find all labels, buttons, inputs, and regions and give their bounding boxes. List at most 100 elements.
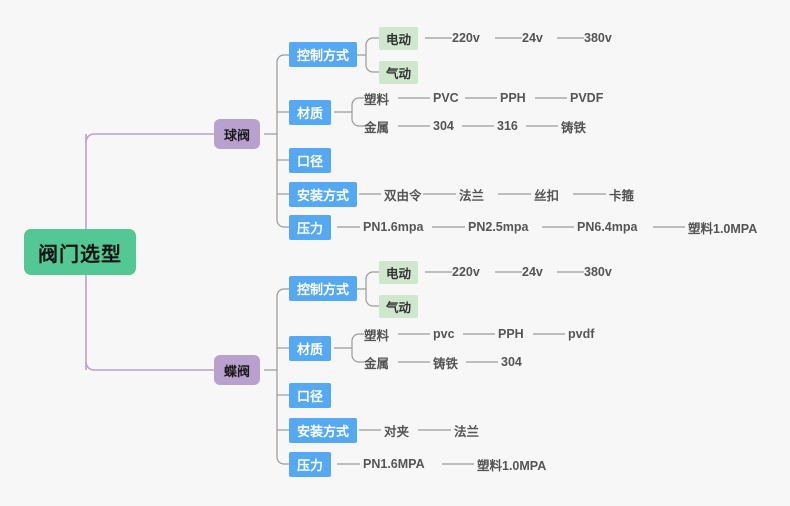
- node-qiufa-diandong[interactable]: 电动: [379, 27, 419, 50]
- node-label: 口径: [297, 154, 324, 169]
- branch-node-label: 蝶阀: [224, 363, 251, 379]
- node-diefa-yali[interactable]: 压力: [289, 452, 332, 477]
- leaf-qiufa-anzhuang-shuangyouling[interactable]: 双由令: [384, 184, 422, 204]
- leaf-diefa-anzhuang-falan[interactable]: 法兰: [454, 420, 479, 440]
- leaf-label: pvdf: [568, 327, 595, 341]
- node-diefa-caizhi-suliao[interactable]: 塑料: [364, 324, 389, 344]
- leaf-diefa-suliao-pph[interactable]: PPH: [498, 324, 524, 344]
- leaf-qiufa-yali-pn25[interactable]: PN2.5mpa: [468, 217, 528, 237]
- node-label: 金属: [364, 356, 390, 371]
- leaf-label: 380v: [584, 31, 612, 45]
- b2c2-to-s1: [351, 333, 364, 342]
- leaf-qiufa-yali-suliao10[interactable]: 塑料1.0MPA: [688, 217, 757, 237]
- leaf-label: 220v: [452, 265, 480, 279]
- b2c1-to-s2: [365, 298, 379, 307]
- leaf-label: 220v: [452, 31, 480, 45]
- node-qiufa-koujing[interactable]: 口径: [289, 148, 332, 173]
- leaf-qiufa-jinshu-304[interactable]: 304: [433, 116, 454, 136]
- leaf-label: 丝扣: [534, 188, 560, 203]
- leaf-diefa-yali-suliao10[interactable]: 塑料1.0MPA: [477, 454, 546, 474]
- leaf-label: PPH: [498, 327, 524, 341]
- node-diefa-caizhi-jinshu[interactable]: 金属: [364, 352, 389, 372]
- root-node[interactable]: 阀门选型: [24, 229, 136, 275]
- leaf-label: PPH: [500, 91, 526, 105]
- node-label: 气动: [386, 67, 412, 81]
- leaf-diefa-suliao-pvc[interactable]: pvc: [433, 324, 455, 344]
- leaf-diefa-diandong-220v[interactable]: 220v: [452, 262, 480, 282]
- b2c1-to-s1: [365, 271, 379, 280]
- leaf-diefa-jinshu-zhutie[interactable]: 铸铁: [433, 352, 458, 372]
- node-label: 安装方式: [297, 188, 350, 203]
- node-label: 材质: [297, 342, 324, 357]
- leaf-label: 24v: [522, 31, 543, 45]
- node-diefa-caizhi[interactable]: 材质: [289, 336, 332, 361]
- node-qiufa-kongzhifangshi[interactable]: 控制方式: [289, 42, 358, 67]
- leaf-label: 304: [433, 119, 454, 133]
- leaf-qiufa-anzhuang-sikou[interactable]: 丝扣: [534, 184, 559, 204]
- node-label: 压力: [297, 458, 324, 473]
- leaf-label: 316: [497, 119, 518, 133]
- b1c1-to-s1: [365, 37, 379, 46]
- leaf-qiufa-yali-pn64[interactable]: PN6.4mpa: [577, 217, 637, 237]
- node-label: 材质: [297, 106, 324, 121]
- leaf-diefa-diandong-380v[interactable]: 380v: [584, 262, 612, 282]
- leaf-label: PVC: [433, 91, 459, 105]
- node-diefa-qidong[interactable]: 气动: [379, 295, 419, 318]
- leaf-qiufa-anzhuang-falan[interactable]: 法兰: [459, 184, 484, 204]
- leaf-label: 塑料1.0MPA: [688, 221, 758, 236]
- root-to-branch-1: [85, 133, 214, 143]
- node-label: 电动: [386, 33, 412, 47]
- leaf-label: 卡箍: [609, 188, 635, 203]
- branch-node-diefa[interactable]: 蝶阀: [214, 355, 261, 385]
- leaf-qiufa-jinshu-316[interactable]: 316: [497, 116, 518, 136]
- node-qiufa-yali[interactable]: 压力: [289, 215, 332, 240]
- leaf-diefa-yali-pn16[interactable]: PN1.6MPA: [363, 454, 425, 474]
- node-label: 电动: [386, 267, 412, 281]
- leaf-qiufa-yali-pn16[interactable]: PN1.6mpa: [363, 217, 423, 237]
- b1-to-c5: [276, 219, 289, 228]
- leaf-diefa-jinshu-304[interactable]: 304: [501, 352, 522, 372]
- node-diefa-diandong[interactable]: 电动: [379, 261, 419, 284]
- leaf-qiufa-diandong-380v[interactable]: 380v: [584, 28, 612, 48]
- leaf-label: PVDF: [570, 91, 604, 105]
- leaf-label: 铸铁: [433, 356, 459, 371]
- leaf-qiufa-anzhuang-kagu[interactable]: 卡箍: [609, 184, 634, 204]
- b2c2-to-s2: [351, 354, 364, 363]
- node-qiufa-anzhuangfangshi[interactable]: 安装方式: [289, 182, 358, 207]
- leaf-qiufa-suliao-pph[interactable]: PPH: [500, 88, 526, 108]
- leaf-label: 法兰: [454, 424, 480, 439]
- leaf-label: PN1.6MPA: [363, 457, 425, 471]
- node-qiufa-caizhi-jinshu[interactable]: 金属: [364, 116, 389, 136]
- branch1-connectors: [264, 54, 289, 228]
- root-to-branch-2: [85, 361, 214, 371]
- node-qiufa-caizhi[interactable]: 材质: [289, 100, 332, 125]
- node-qiufa-qidong[interactable]: 气动: [379, 61, 419, 84]
- leaf-label: PN2.5mpa: [468, 220, 529, 234]
- node-diefa-anzhuangfangshi[interactable]: 安装方式: [289, 418, 358, 443]
- branch2-connectors: [264, 288, 289, 465]
- leaf-qiufa-suliao-pvc[interactable]: PVC: [433, 88, 459, 108]
- leaf-label: 铸铁: [561, 120, 587, 135]
- leaf-qiufa-diandong-24v[interactable]: 24v: [522, 28, 543, 48]
- leaf-qiufa-jinshu-zhutie[interactable]: 铸铁: [561, 116, 586, 136]
- leaf-label: PN1.6mpa: [363, 220, 424, 234]
- node-diefa-kongzhifangshi[interactable]: 控制方式: [289, 276, 358, 301]
- leaf-diefa-diandong-24v[interactable]: 24v: [522, 262, 543, 282]
- leaf-label: pvc: [433, 327, 455, 341]
- b1-to-c1: [276, 54, 289, 63]
- leaf-qiufa-diandong-220v[interactable]: 220v: [452, 28, 480, 48]
- leaf-label: 双由令: [384, 188, 422, 203]
- leaf-label: 24v: [522, 265, 543, 279]
- node-label: 安装方式: [297, 424, 350, 439]
- b2-to-c5: [276, 456, 289, 465]
- leaf-qiufa-suliao-pvdf[interactable]: PVDF: [570, 88, 603, 108]
- leaf-diefa-anzhuang-duijia[interactable]: 对夹: [384, 420, 409, 440]
- leaf-diefa-suliao-pvdf[interactable]: pvdf: [568, 324, 594, 344]
- branch-node-qiufa[interactable]: 球阀: [214, 119, 261, 149]
- node-qiufa-caizhi-suliao[interactable]: 塑料: [364, 88, 389, 108]
- branch-node-label: 球阀: [224, 127, 251, 143]
- node-diefa-koujing[interactable]: 口径: [289, 383, 332, 408]
- node-label: 气动: [386, 301, 412, 315]
- node-label: 塑料: [364, 328, 390, 343]
- leaf-label: PN6.4mpa: [577, 220, 638, 234]
